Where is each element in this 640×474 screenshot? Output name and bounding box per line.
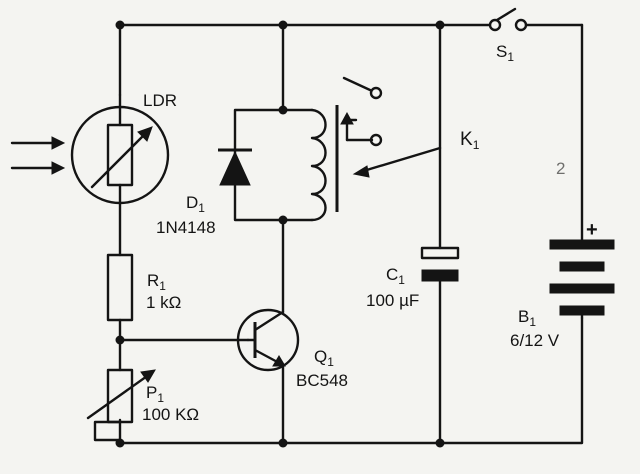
r1-ref: R1 (147, 271, 166, 293)
q1-ref: Q1 (314, 347, 334, 369)
battery-plus: + (586, 219, 598, 241)
relay-contacts (340, 76, 442, 178)
q1-part: BC548 (296, 371, 348, 390)
c1-ref: C1 (386, 265, 405, 287)
ldr-label: LDR (143, 91, 177, 110)
d1-part: 1N4148 (156, 218, 216, 237)
resistor-r1 (106, 253, 134, 372)
c1-value: 100 µF (366, 291, 419, 310)
r1-value: 1 kΩ (146, 293, 181, 312)
stray-mark: 2 (556, 159, 565, 178)
d1-ref: D1 (186, 193, 205, 215)
p1-ref: P1 (146, 383, 164, 405)
p1-value: 100 KΩ (142, 405, 199, 424)
s1-ref: S1 (496, 42, 514, 64)
diode-d1 (218, 108, 285, 222)
battery-b1 (549, 239, 615, 320)
light-arrows (10, 136, 66, 175)
b1-value: 6/12 V (510, 331, 560, 350)
transistor-q1 (236, 308, 300, 372)
relay-coil-k1 (281, 105, 339, 222)
b1-ref: B1 (518, 307, 536, 329)
k1-ref: K1 (460, 129, 480, 152)
junction-dots (115, 20, 445, 448)
potentiometer-p1 (86, 368, 156, 442)
bottom-rail (118, 316, 584, 445)
ldr (70, 93, 170, 257)
capacitor-c1 (420, 23, 460, 445)
switch-s1 (488, 7, 528, 32)
